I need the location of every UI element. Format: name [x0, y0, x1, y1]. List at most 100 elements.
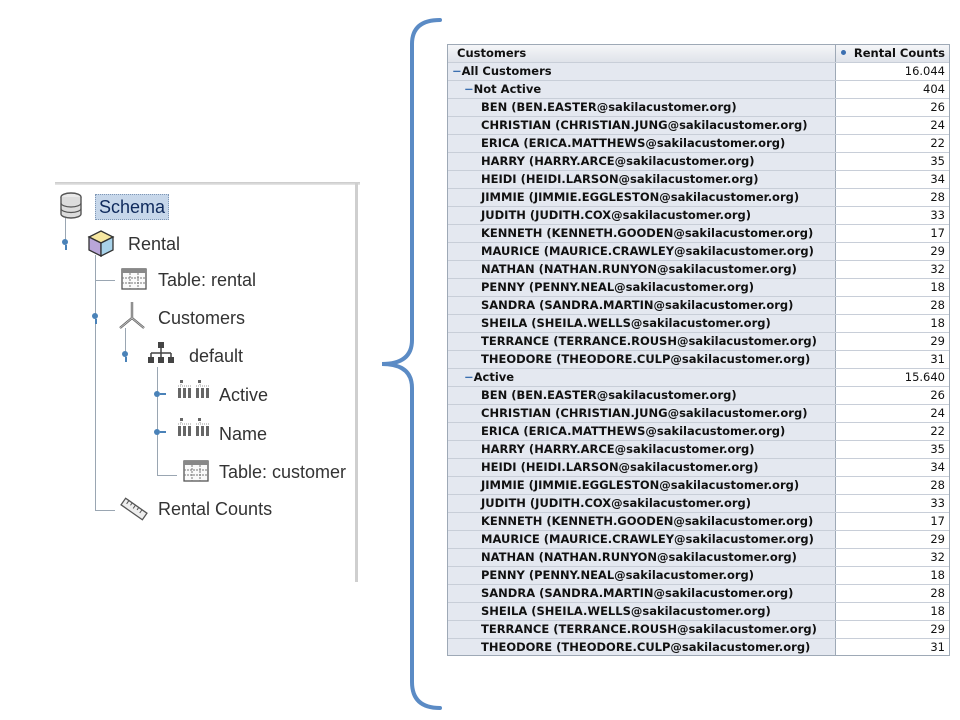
table-row[interactable]: JUDITH (JUDITH.COX@sakilacustomer.org)33 — [448, 207, 949, 225]
tree-connector — [95, 255, 96, 510]
value-cell: 15.640 — [836, 369, 949, 386]
member-cell[interactable]: KENNETH (KENNETH.GOODEN@sakilacustomer.o… — [448, 225, 836, 242]
member-cell[interactable]: CHRISTIAN (CHRISTIAN.JUNG@sakilacustomer… — [448, 405, 836, 422]
table-row[interactable]: KENNETH (KENNETH.GOODEN@sakilacustomer.o… — [448, 513, 949, 531]
column-header-customers[interactable]: Customers — [448, 45, 836, 62]
collapse-icon[interactable]: − — [452, 64, 462, 78]
value-cell: 18 — [836, 567, 949, 584]
member-cell[interactable]: −Active — [448, 369, 836, 386]
tree-node-active[interactable]: Active — [219, 385, 269, 405]
member-cell[interactable]: −All Customers — [448, 63, 836, 80]
member-cell[interactable]: TERRANCE (TERRANCE.ROUSH@sakilacustomer.… — [448, 333, 836, 350]
value-cell: 16.044 — [836, 63, 949, 80]
table-row[interactable]: MAURICE (MAURICE.CRAWLEY@sakilacustomer.… — [448, 243, 949, 261]
table-row[interactable]: PENNY (PENNY.NEAL@sakilacustomer.org)18 — [448, 567, 949, 585]
table-row[interactable]: CHRISTIAN (CHRISTIAN.JUNG@sakilacustomer… — [448, 405, 949, 423]
table-row[interactable]: CHRISTIAN (CHRISTIAN.JUNG@sakilacustomer… — [448, 117, 949, 135]
table-row[interactable]: SANDRA (SANDRA.MARTIN@sakilacustomer.org… — [448, 585, 949, 603]
tree-node-rental-counts[interactable]: Rental Counts — [158, 499, 273, 519]
member-cell[interactable]: CHRISTIAN (CHRISTIAN.JUNG@sakilacustomer… — [448, 117, 836, 134]
table-row[interactable]: SHEILA (SHEILA.WELLS@sakilacustomer.org)… — [448, 315, 949, 333]
member-cell[interactable]: ERICA (ERICA.MATTHEWS@sakilacustomer.org… — [448, 423, 836, 440]
tree-node-table-customer[interactable]: Table: customer — [219, 462, 347, 482]
collapse-icon[interactable]: − — [464, 370, 474, 384]
table-row[interactable]: HEIDI (HEIDI.LARSON@sakilacustomer.org)3… — [448, 459, 949, 477]
table-row[interactable]: HARRY (HARRY.ARCE@sakilacustomer.org)35 — [448, 153, 949, 171]
column-header-rental-counts[interactable]: Rental Counts — [836, 45, 949, 62]
tree-node-rental[interactable]: Rental — [128, 234, 181, 254]
member-cell[interactable]: HEIDI (HEIDI.LARSON@sakilacustomer.org) — [448, 459, 836, 476]
member-cell[interactable]: KENNETH (KENNETH.GOODEN@sakilacustomer.o… — [448, 513, 836, 530]
member-cell[interactable]: −Not Active — [448, 81, 836, 98]
member-cell[interactable]: BEN (BEN.EASTER@sakilacustomer.org) — [448, 99, 836, 116]
member-cell[interactable]: JIMMIE (JIMMIE.EGGLESTON@sakilacustomer.… — [448, 189, 836, 206]
tree-node-table-rental[interactable]: Table: rental — [158, 270, 257, 290]
member-label: HEIDI (HEIDI.LARSON@sakilacustomer.org) — [481, 172, 759, 186]
member-cell[interactable]: MAURICE (MAURICE.CRAWLEY@sakilacustomer.… — [448, 243, 836, 260]
table-row[interactable]: NATHAN (NATHAN.RUNYON@sakilacustomer.org… — [448, 261, 949, 279]
table-row[interactable]: TERRANCE (TERRANCE.ROUSH@sakilacustomer.… — [448, 621, 949, 639]
member-label: SANDRA (SANDRA.MARTIN@sakilacustomer.org… — [481, 586, 794, 600]
tree-node-customers[interactable]: Customers — [158, 308, 246, 328]
member-cell[interactable]: HARRY (HARRY.ARCE@sakilacustomer.org) — [448, 441, 836, 458]
table-row[interactable]: BEN (BEN.EASTER@sakilacustomer.org)26 — [448, 387, 949, 405]
tree-node-schema[interactable]: Schema — [95, 194, 170, 220]
member-cell[interactable]: JUDITH (JUDITH.COX@sakilacustomer.org) — [448, 207, 836, 224]
value-cell: 18 — [836, 603, 949, 620]
member-cell[interactable]: BEN (BEN.EASTER@sakilacustomer.org) — [448, 387, 836, 404]
table-row[interactable]: KENNETH (KENNETH.GOODEN@sakilacustomer.o… — [448, 225, 949, 243]
expand-handle[interactable] — [91, 311, 103, 324]
member-cell[interactable]: JIMMIE (JIMMIE.EGGLESTON@sakilacustomer.… — [448, 477, 836, 494]
table-row[interactable]: HARRY (HARRY.ARCE@sakilacustomer.org)35 — [448, 441, 949, 459]
tree-node-name[interactable]: Name — [219, 424, 268, 444]
table-row[interactable]: THEODORE (THEODORE.CULP@sakilacustomer.o… — [448, 351, 949, 369]
member-cell[interactable]: TERRANCE (TERRANCE.ROUSH@sakilacustomer.… — [448, 621, 836, 638]
collapse-icon[interactable]: − — [464, 82, 474, 96]
table-row[interactable]: HEIDI (HEIDI.LARSON@sakilacustomer.org)3… — [448, 171, 949, 189]
table-row[interactable]: SHEILA (SHEILA.WELLS@sakilacustomer.org)… — [448, 603, 949, 621]
member-cell[interactable]: THEODORE (THEODORE.CULP@sakilacustomer.o… — [448, 639, 836, 655]
member-cell[interactable]: SHEILA (SHEILA.WELLS@sakilacustomer.org) — [448, 315, 836, 332]
member-cell[interactable]: JUDITH (JUDITH.COX@sakilacustomer.org) — [448, 495, 836, 512]
table-row[interactable]: TERRANCE (TERRANCE.ROUSH@sakilacustomer.… — [448, 333, 949, 351]
member-cell[interactable]: HEIDI (HEIDI.LARSON@sakilacustomer.org) — [448, 171, 836, 188]
table-row[interactable]: JUDITH (JUDITH.COX@sakilacustomer.org) 33 — [448, 495, 949, 513]
member-cell[interactable]: THEODORE (THEODORE.CULP@sakilacustomer.o… — [448, 351, 836, 368]
table-row[interactable]: THEODORE (THEODORE.CULP@sakilacustomer.o… — [448, 639, 949, 655]
table-row[interactable]: PENNY (PENNY.NEAL@sakilacustomer.org)18 — [448, 279, 949, 297]
database-icon — [58, 192, 84, 219]
table-row[interactable]: ERICA (ERICA.MATTHEWS@sakilacustomer.org… — [448, 135, 949, 153]
member-cell[interactable]: NATHAN (NATHAN.RUNYON@sakilacustomer.org… — [448, 549, 836, 566]
member-cell[interactable]: HARRY (HARRY.ARCE@sakilacustomer.org) — [448, 153, 836, 170]
table-row[interactable]: SANDRA (SANDRA.MARTIN@sakilacustomer.org… — [448, 297, 949, 315]
tree-node-default[interactable]: default — [189, 346, 244, 366]
member-cell[interactable]: MAURICE (MAURICE.CRAWLEY@sakilacustomer.… — [448, 531, 836, 548]
expand-handle[interactable] — [121, 349, 133, 362]
schema-tree-panel: Schema Rental Table: rental Customers — [55, 182, 360, 580]
table-row[interactable]: BEN (BEN.EASTER@sakilacustomer.org)26 — [448, 99, 949, 117]
table-row[interactable]: ERICA (ERICA.MATTHEWS@sakilacustomer.org… — [448, 423, 949, 441]
member-cell[interactable]: PENNY (PENNY.NEAL@sakilacustomer.org) — [448, 567, 836, 584]
member-label: BEN (BEN.EASTER@sakilacustomer.org) — [481, 388, 737, 402]
value-cell: 28 — [836, 477, 949, 494]
table-row[interactable]: JIMMIE (JIMMIE.EGGLESTON@sakilacustomer.… — [448, 477, 949, 495]
member-cell[interactable]: NATHAN (NATHAN.RUNYON@sakilacustomer.org… — [448, 261, 836, 278]
table-row[interactable]: NATHAN (NATHAN.RUNYON@sakilacustomer.org… — [448, 549, 949, 567]
expand-handle[interactable] — [61, 237, 73, 250]
member-cell[interactable]: SANDRA (SANDRA.MARTIN@sakilacustomer.org… — [448, 297, 836, 314]
expand-handle[interactable] — [153, 427, 166, 439]
table-row[interactable]: JIMMIE (JIMMIE.EGGLESTON@sakilacustomer.… — [448, 189, 949, 207]
member-label: JUDITH (JUDITH.COX@sakilacustomer.org) — [481, 496, 752, 510]
member-cell[interactable]: PENNY (PENNY.NEAL@sakilacustomer.org) — [448, 279, 836, 296]
member-cell[interactable]: SANDRA (SANDRA.MARTIN@sakilacustomer.org… — [448, 585, 836, 602]
member-cell[interactable]: ERICA (ERICA.MATTHEWS@sakilacustomer.org… — [448, 135, 836, 152]
expand-handle[interactable] — [153, 389, 166, 401]
member-cell[interactable]: SHEILA (SHEILA.WELLS@sakilacustomer.org) — [448, 603, 836, 620]
table-row[interactable]: MAURICE (MAURICE.CRAWLEY@sakilacustomer.… — [448, 531, 949, 549]
value-cell: 33 — [836, 495, 949, 512]
member-label: HARRY (HARRY.ARCE@sakilacustomer.org) — [481, 154, 755, 168]
member-label: JIMMIE (JIMMIE.EGGLESTON@sakilacustomer.… — [481, 190, 800, 204]
